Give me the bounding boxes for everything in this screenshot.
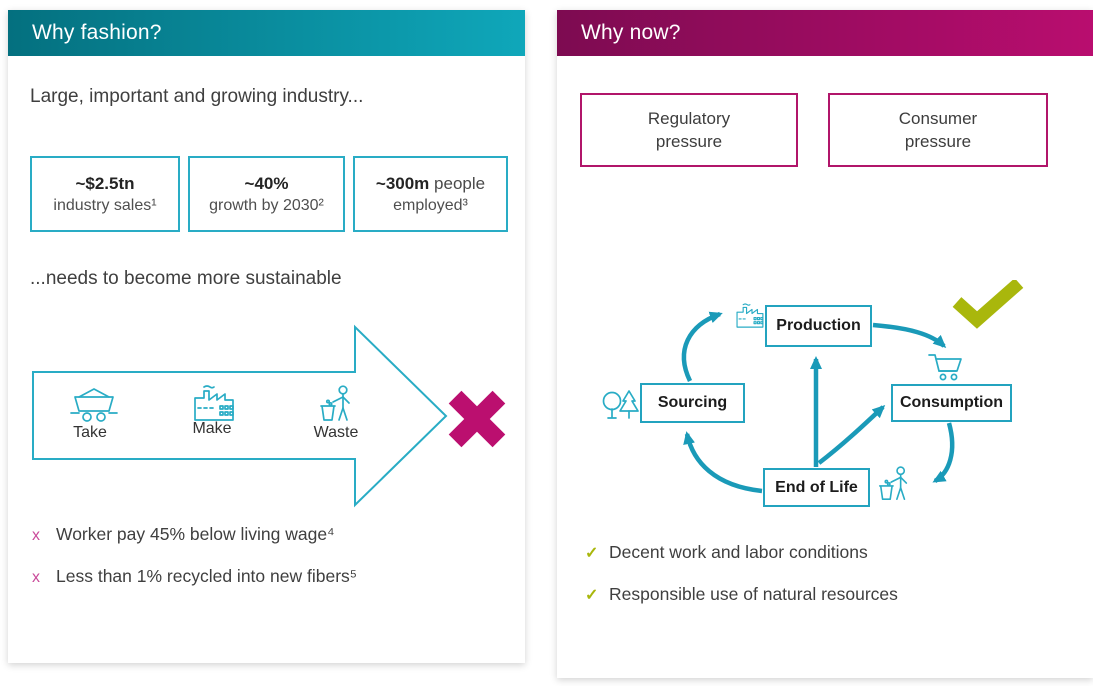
waste-person-icon [320, 385, 350, 421]
stat-label: employed³ [393, 196, 468, 214]
waste-person-icon [878, 466, 908, 501]
check-bullet-icon: ✓ [585, 587, 599, 604]
take-make-waste-diagram: Take Make Waste [8, 320, 525, 530]
cycle-node-consumption: Consumption [891, 384, 1012, 422]
pressure-box-label: Regulatory pressure [647, 109, 731, 151]
panel-header-why-fashion: Why fashion? [8, 10, 525, 56]
cycle-node-label: Sourcing [657, 394, 728, 411]
con-text: Less than 1% recycled into new fibers⁵ [56, 566, 358, 586]
consumer-pressure-box: Consumer pressure [828, 93, 1048, 167]
right-arrow-outline [32, 324, 448, 508]
list-item: x Less than 1% recycled into new fibers⁵ [32, 566, 357, 587]
panel-title: Why fashion? [32, 21, 162, 44]
cycle-node-label: End of Life [775, 478, 858, 496]
circular-economy-diagram: Production Sourcing Consumption End of L… [557, 280, 1093, 535]
factory-icon [736, 303, 764, 328]
list-item: ✓ Responsible use of natural resources [585, 584, 898, 605]
intro-text: Large, important and growing industry... [30, 86, 364, 107]
cycle-node-production: Production [765, 305, 872, 347]
stat-value: ~40% [244, 173, 289, 193]
con-text: Worker pay 45% below living wage⁴ [56, 524, 335, 544]
stat-box-industry-sales: ~$2.5tn industry sales¹ [30, 156, 180, 232]
arrow-sourcing-to-production [681, 311, 723, 382]
cons-list: x Worker pay 45% below living wage⁴ x Le… [32, 524, 357, 608]
subtitle-text: ...needs to become more sustainable [30, 268, 342, 289]
panel-header-why-now: Why now? [557, 10, 1093, 56]
cycle-node-label: Consumption [899, 394, 1004, 411]
stat-value: ~$2.5tn [75, 173, 135, 193]
pressure-box-label: Consumer pressure [898, 109, 978, 151]
shopping-cart-icon [928, 354, 962, 381]
arrow-consumption-to-endoflife [932, 422, 955, 483]
checkmark-icon [952, 280, 1024, 329]
cycle-node-label: Production [776, 317, 861, 334]
cross-x-icon [448, 390, 506, 448]
arrow-endoflife-to-consumption [817, 404, 886, 465]
cycle-node-end-of-life: End of Life [763, 468, 870, 507]
why-now-panel: Why now? Regulatory pressure Consumer pr… [557, 10, 1093, 678]
stage-label-waste: Waste [313, 424, 359, 441]
linear-arrow-graphic [32, 324, 448, 508]
pro-text: Decent work and labor conditions [609, 542, 868, 562]
stat-box-growth: ~40% growth by 2030² [188, 156, 345, 232]
stage-label-make: Make [192, 420, 232, 437]
cycle-arrows-graphic [602, 280, 1024, 501]
panel-title: Why now? [581, 21, 681, 44]
list-item: x Worker pay 45% below living wage⁴ [32, 524, 357, 545]
why-fashion-panel: Why fashion? Large, important and growin… [8, 10, 525, 663]
pros-list: ✓ Decent work and labor conditions ✓ Res… [585, 542, 898, 626]
pro-text: Responsible use of natural resources [609, 584, 898, 604]
mine-cart-icon [70, 388, 118, 422]
regulatory-pressure-box: Regulatory pressure [580, 93, 798, 167]
stat-label: industry sales¹ [53, 196, 157, 214]
stat-suffix: people [429, 173, 486, 193]
arrow-endoflife-to-sourcing [683, 431, 763, 494]
arrow-production-to-consumption [872, 322, 947, 349]
x-bullet-icon: x [32, 527, 40, 544]
check-bullet-icon: ✓ [585, 545, 599, 562]
factory-icon [194, 385, 234, 421]
stat-label: growth by 2030² [209, 196, 324, 214]
stat-boxes: ~$2.5tn industry sales¹ ~40% growth by 2… [30, 156, 508, 232]
stat-value: ~300m [375, 173, 430, 193]
stat-box-employed: ~300m people employed³ [353, 156, 508, 232]
cycle-node-sourcing: Sourcing [640, 383, 745, 423]
list-item: ✓ Decent work and labor conditions [585, 542, 898, 563]
x-bullet-icon: x [32, 569, 40, 586]
trees-icon [602, 390, 639, 419]
stage-label-take: Take [73, 424, 107, 441]
